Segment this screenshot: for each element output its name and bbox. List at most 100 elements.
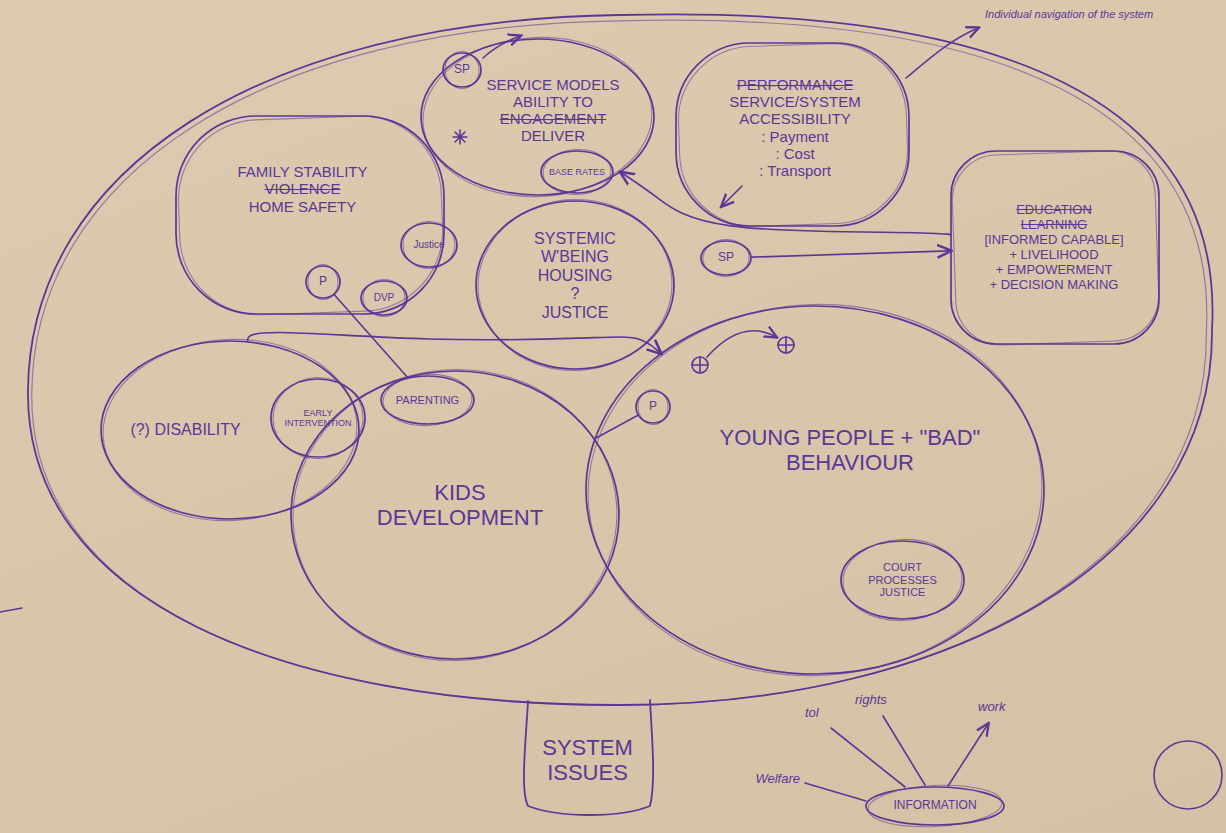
bubble-text: + EMPOWERMENT xyxy=(968,263,1140,278)
bubble-line xyxy=(676,41,910,229)
pen-outline xyxy=(866,782,1004,830)
topic-bubble: P xyxy=(635,390,671,424)
topic-bubble: EDUCATIONLEARNING[INFORMED CAPABLE]+ LIV… xyxy=(950,150,1160,345)
bubble-text: Justice xyxy=(407,239,451,251)
text-area: P xyxy=(639,395,666,419)
bubble-text: KIDS DEVELOPMENT xyxy=(355,480,565,531)
topic-bubble: Justice xyxy=(400,222,458,268)
bubble-text: : Transport xyxy=(702,162,888,179)
arrow-mark xyxy=(707,331,776,357)
bubble-line xyxy=(362,278,406,317)
bubble-line xyxy=(702,238,750,277)
text-area: (?) DISABILITY xyxy=(108,408,263,452)
bubble-text: + LIVELIHOOD xyxy=(968,248,1140,263)
pen-outline xyxy=(419,32,656,203)
bubble-text: + DECISION MAKING xyxy=(968,278,1140,293)
bubble-text: JUSTICE xyxy=(510,304,640,322)
text-area: P xyxy=(309,270,336,294)
bubble-line xyxy=(101,341,359,519)
text-area: Justice xyxy=(407,229,451,261)
bubble-line xyxy=(579,293,1052,687)
bubble-text: (?) DISABILITY xyxy=(108,421,263,439)
pen-outline xyxy=(701,238,751,277)
bubble-line xyxy=(841,536,964,623)
annotation: tol xyxy=(805,706,839,724)
text-area: PERFORMANCESERVICE/SYSTEM ACCESSIBILITY:… xyxy=(702,60,888,195)
text-area: PARENTING xyxy=(391,383,463,418)
bubble-text: BASE RATES xyxy=(549,167,605,177)
leader-line xyxy=(831,728,905,787)
leader-line xyxy=(948,724,988,786)
pen-outline xyxy=(401,220,457,270)
bubble-text: FAMILY STABILITY xyxy=(205,163,400,180)
topic-bubble: PARENTING xyxy=(380,375,475,425)
bubble-line xyxy=(402,220,456,270)
bubble-line xyxy=(307,264,339,301)
bubble-line xyxy=(637,389,669,426)
text-area: DVP xyxy=(366,285,402,310)
topic-bubble: YOUNG PEOPLE + "BAD" BEHAVIOUR P COURT PRO… xyxy=(585,305,1045,675)
empty-circle xyxy=(1154,741,1222,809)
plus-circle xyxy=(692,357,708,373)
topic-bubble: SYSTEMIC W'BEINGHOUSING?JUSTICE xyxy=(475,200,675,370)
topic-bubble: DVP xyxy=(360,280,408,316)
bubble-line xyxy=(176,116,444,314)
stem-outline xyxy=(524,700,653,815)
pen-outline xyxy=(361,278,407,317)
bubble-line xyxy=(286,361,625,669)
topic-bubble: SERVICE MODELS ABILITY TOENGAGEMENTDELIV… xyxy=(420,38,655,196)
bubble-text: COURT PROCESSES JUSTICE xyxy=(855,561,950,599)
bubble-text: ? xyxy=(510,285,640,303)
pen-outline xyxy=(176,113,446,317)
bubble-line xyxy=(271,375,365,461)
bubble-text: : Payment xyxy=(702,128,888,145)
bubble-line xyxy=(951,151,1159,344)
topic-bubble: BASE RATES xyxy=(540,150,614,194)
connector xyxy=(247,332,660,353)
outer-outline xyxy=(28,14,1213,705)
bubble-outline xyxy=(585,305,1045,675)
pen-outline xyxy=(286,361,625,669)
text-area: SERVICE MODELS ABILITY TOENGAGEMENTDELIV… xyxy=(468,62,638,158)
pen-outline xyxy=(28,14,1213,815)
text-area: YOUNG PEOPLE + "BAD" BEHAVIOUR xyxy=(690,395,1010,505)
bubble-text: P xyxy=(639,400,666,414)
bubble-text: EARLY INTERVENTION xyxy=(282,408,355,429)
bubble-text: : Cost xyxy=(702,145,888,162)
bubble-text: PERFORMANCE xyxy=(702,76,888,93)
bubble-line xyxy=(444,51,480,90)
topic-bubble: SP xyxy=(442,52,482,88)
bubble-text: SYSTEMIC W'BEING xyxy=(510,230,640,267)
pen-outline xyxy=(676,41,910,229)
annotation: work xyxy=(978,700,1026,718)
bubble-text: EDUCATION xyxy=(968,203,1140,218)
leader-line xyxy=(883,716,925,785)
bubble-outline xyxy=(475,200,675,370)
bubble-line xyxy=(676,43,909,226)
topic-bubble: FAMILY STABILITYVIOLENCEHOME SAFETYPDVPJ… xyxy=(175,115,445,315)
bubble-line xyxy=(951,149,1161,346)
bubble-line xyxy=(419,32,656,203)
plus-cross xyxy=(692,357,708,373)
text-area: SYSTEM ISSUES xyxy=(527,722,648,798)
bubble-text: INFORMATION xyxy=(882,799,988,813)
topic-bubble: (?) DISABILITY xyxy=(100,340,360,520)
bubble-text: YOUNG PEOPLE + "BAD" BEHAVIOUR xyxy=(690,425,1010,476)
connector xyxy=(595,416,637,439)
bubble-text: SERVICE MODELS ABILITY TO xyxy=(468,76,638,111)
bubble-line xyxy=(866,787,1004,825)
annotation: Individual navigation of the system xyxy=(985,8,1200,40)
pen-outline xyxy=(541,148,613,196)
text-area: EDUCATIONLEARNING[INFORMED CAPABLE]+ LIV… xyxy=(968,172,1140,324)
text-area: KIDS DEVELOPMENT xyxy=(355,465,565,545)
text-area: INFORMATION xyxy=(882,792,988,820)
topic-bubble: P xyxy=(305,265,341,299)
topic-bubble: PERFORMANCESERVICE/SYSTEM ACCESSIBILITY:… xyxy=(675,42,910,227)
text-area: SP xyxy=(706,245,746,270)
bubble-text: P xyxy=(309,275,336,289)
pen-outline xyxy=(841,536,964,623)
bubble-text: LEARNING xyxy=(968,218,1140,233)
bubble-text: DVP xyxy=(366,292,402,304)
